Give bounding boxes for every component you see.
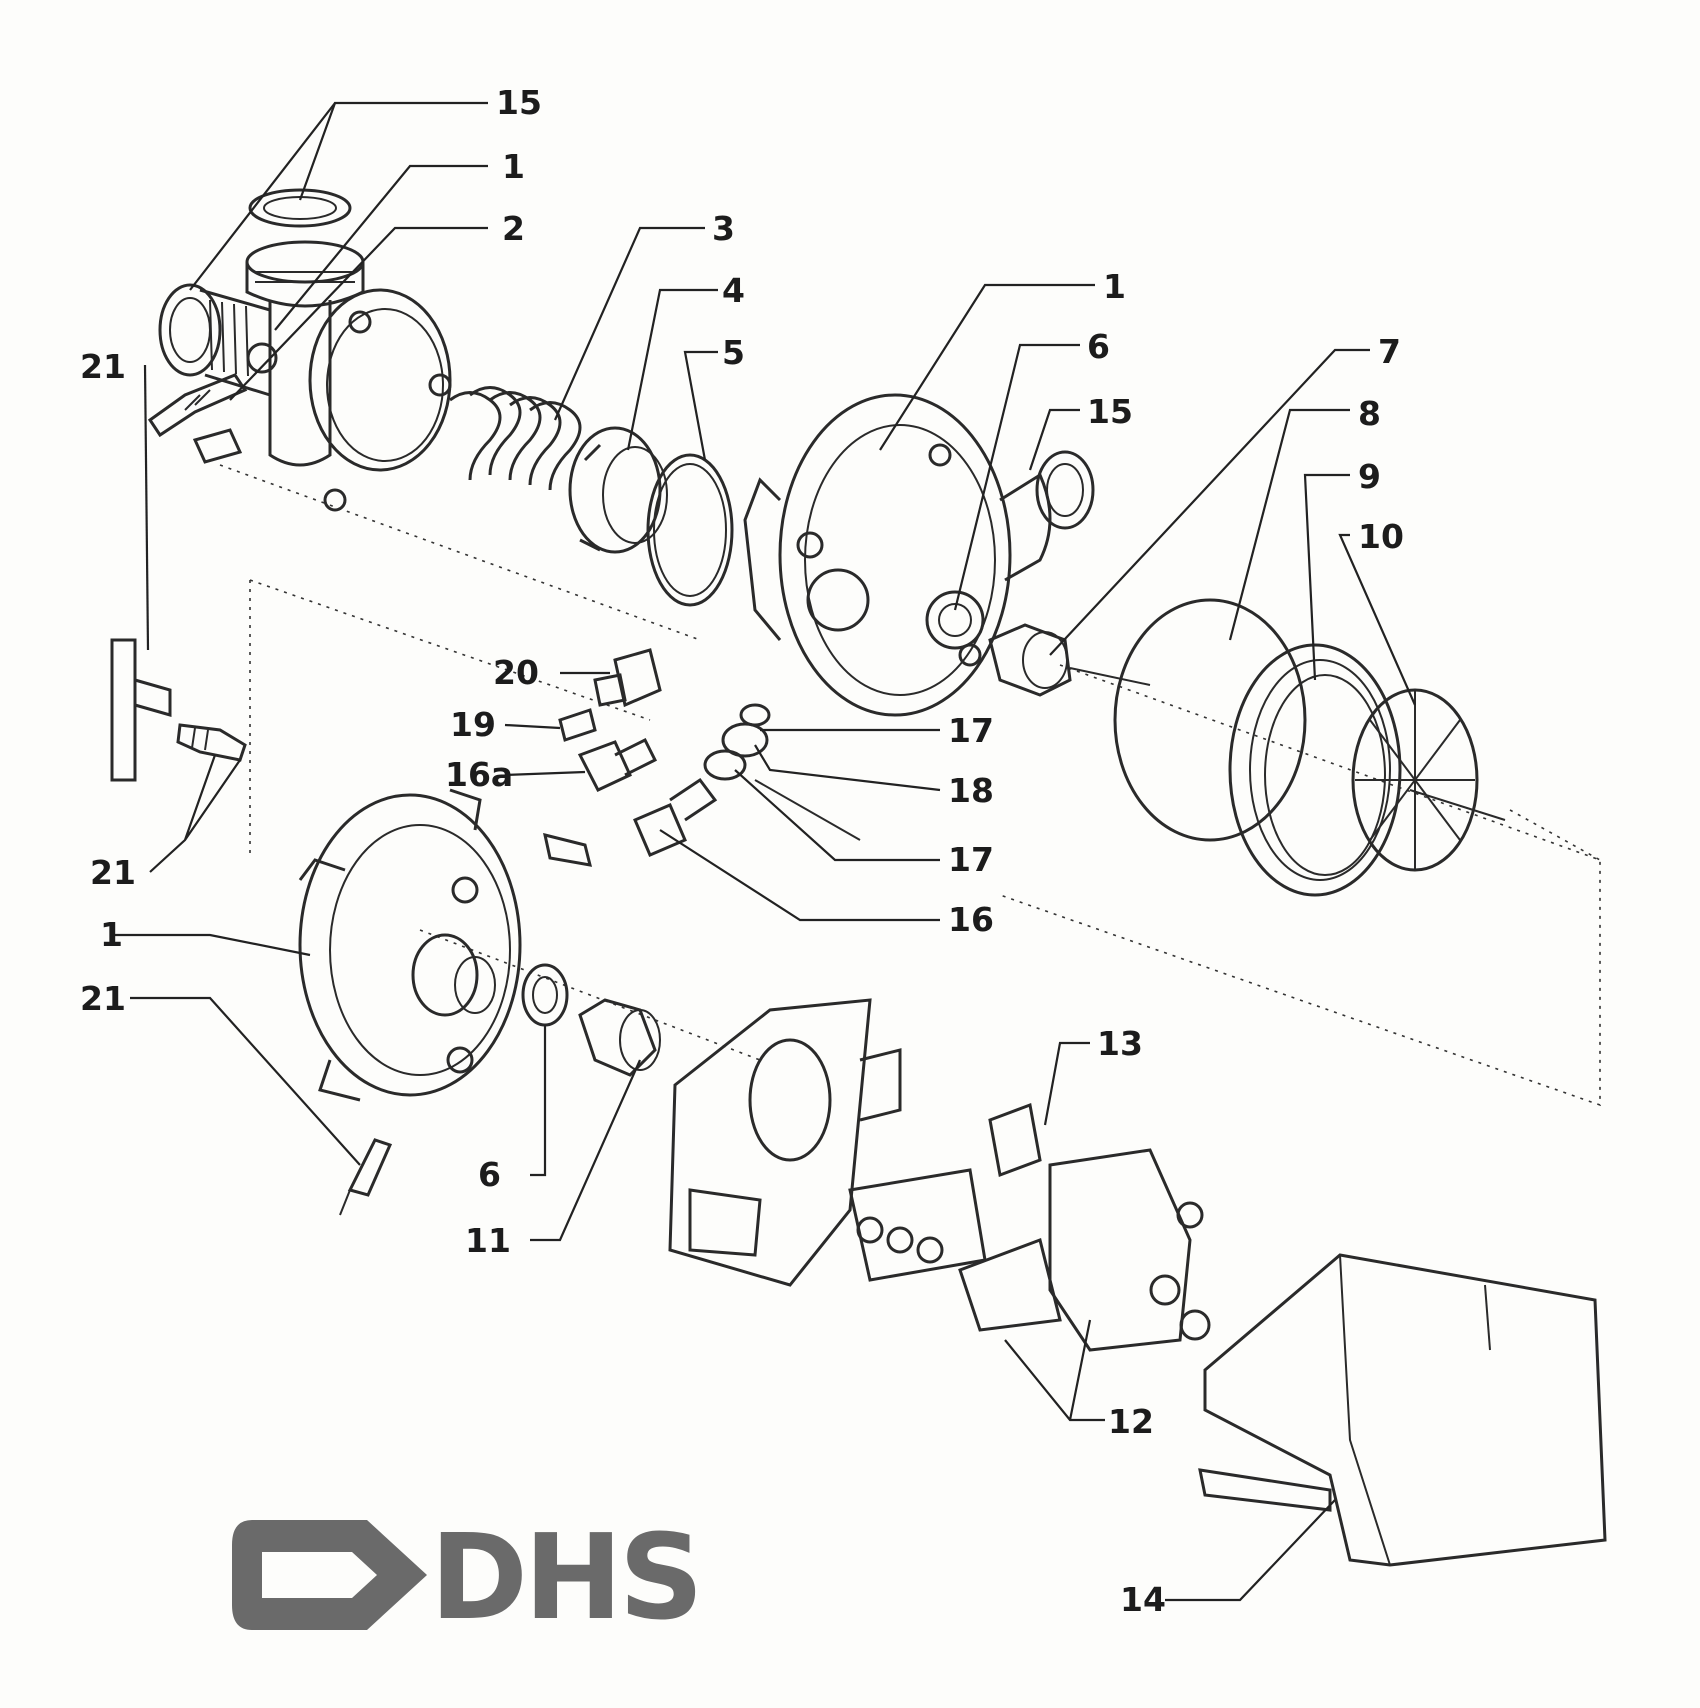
nozzle-fitting <box>558 648 662 742</box>
label-7: 7 <box>1378 332 1401 371</box>
label-11: 11 <box>465 1221 511 1260</box>
tee-fitting <box>110 638 172 782</box>
diaphragm <box>1113 598 1307 842</box>
o-ring-top <box>248 188 352 228</box>
label-12: 12 <box>1108 1402 1154 1441</box>
solenoid-valve-assembly <box>848 1102 1211 1352</box>
nipple-fitting-lower <box>339 1138 393 1216</box>
label-8: 8 <box>1358 394 1381 433</box>
leader-lines <box>110 101 1417 1602</box>
snap-ring <box>646 453 734 607</box>
label-1-top: 1 <box>502 147 525 186</box>
cover-ring <box>1228 643 1402 897</box>
label-2: 2 <box>502 209 525 248</box>
label-1-cover: 1 <box>100 915 123 954</box>
label-5: 5 <box>722 333 745 372</box>
assembly-guide-lines <box>219 464 1601 1107</box>
logo-arrow-icon <box>232 1520 427 1630</box>
label-4: 4 <box>722 271 745 310</box>
banjo-bolt <box>577 737 658 792</box>
adjusting-plug <box>988 623 1151 697</box>
label-6-bottom: 6 <box>478 1155 501 1194</box>
nipple-fitting-small <box>176 723 247 762</box>
valve-cover <box>1198 1253 1607 1567</box>
drain-plug <box>578 998 661 1077</box>
pump-cover-rear <box>298 788 522 1102</box>
label-1-housing: 1 <box>1103 267 1126 306</box>
label-6-top: 6 <box>1087 327 1110 366</box>
pump-housing-main <box>743 393 1052 717</box>
logo-text: DHS <box>430 1508 704 1646</box>
label-18: 18 <box>948 771 994 810</box>
washer <box>521 963 569 1027</box>
nipple-fitting-top <box>147 373 248 464</box>
mounting-bracket <box>668 998 902 1287</box>
dhs-logo: DHS <box>232 1500 704 1650</box>
label-15-top: 15 <box>496 83 542 122</box>
label-3: 3 <box>712 209 735 248</box>
label-19: 19 <box>450 705 496 744</box>
label-13: 13 <box>1097 1024 1143 1063</box>
label-16a: 16a <box>445 755 514 794</box>
o-ring-right <box>1035 450 1095 530</box>
label-9: 9 <box>1358 457 1381 496</box>
label-14: 14 <box>1120 1580 1166 1619</box>
label-17-top: 17 <box>948 711 994 750</box>
label-16: 16 <box>948 900 994 939</box>
label-15-right: 15 <box>1087 392 1133 431</box>
flange-gasket <box>308 288 452 512</box>
label-10: 10 <box>1358 517 1404 556</box>
label-17-bottom: 17 <box>948 840 994 879</box>
spring <box>449 386 582 491</box>
label-21-bottom: 21 <box>80 979 126 1018</box>
label-20: 20 <box>493 653 539 692</box>
spider-plate <box>1351 688 1506 872</box>
banjo-fitting <box>633 703 861 857</box>
piston-cup <box>568 426 668 554</box>
screw <box>543 832 593 867</box>
label-21-top: 21 <box>80 347 126 386</box>
label-21-middle: 21 <box>90 853 136 892</box>
